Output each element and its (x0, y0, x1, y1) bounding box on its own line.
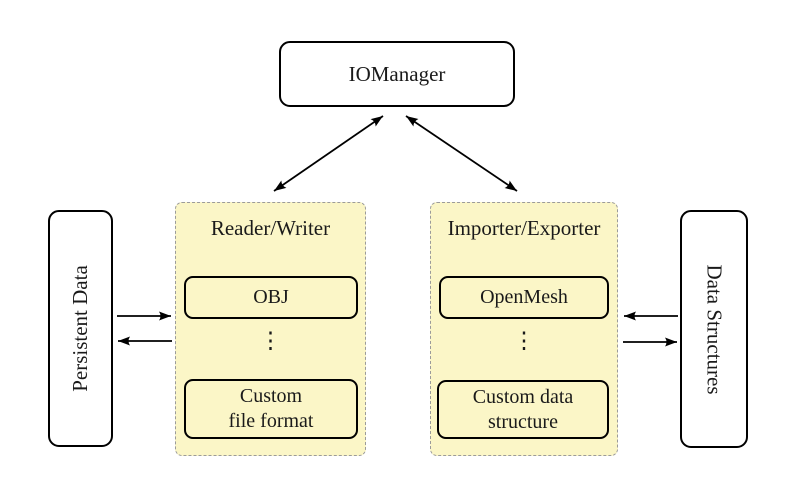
node-custom-data-structure: Custom data structure (437, 380, 609, 439)
node-custom-file-format-label: Custom file format (228, 385, 314, 432)
edge-iomanager-importerexporter (405, 115, 518, 192)
node-obj-label: OBJ (253, 286, 289, 308)
edge-iomanager-readerwriter (273, 115, 384, 192)
group-importer-exporter-title: Importer/Exporter (447, 216, 601, 240)
node-persistent-data: Persistent Data (48, 210, 113, 447)
node-persistent-data-label: Persistent Data (68, 265, 92, 392)
node-iomanager: IOManager (279, 41, 515, 107)
node-openmesh-label: OpenMesh (480, 286, 568, 308)
node-custom-data-structure-label: Custom data structure (472, 385, 574, 433)
node-data-structures: Data Structures (680, 210, 748, 448)
node-obj: OBJ (184, 276, 358, 319)
node-iomanager-label: IOManager (348, 61, 446, 86)
node-custom-file-format: Custom file format (184, 379, 358, 439)
group-reader-writer: Reader/Writer OBJ ⋮ Custom file format (175, 202, 366, 456)
vertical-ellipsis: ⋮ (512, 328, 536, 353)
group-importer-exporter: Importer/Exporter OpenMesh ⋮ Custom data… (430, 202, 618, 456)
vertical-ellipsis: ⋮ (259, 328, 282, 353)
node-openmesh: OpenMesh (439, 276, 609, 319)
node-data-structures-label: Data Structures (702, 263, 727, 395)
group-reader-writer-title: Reader/Writer (210, 216, 331, 240)
